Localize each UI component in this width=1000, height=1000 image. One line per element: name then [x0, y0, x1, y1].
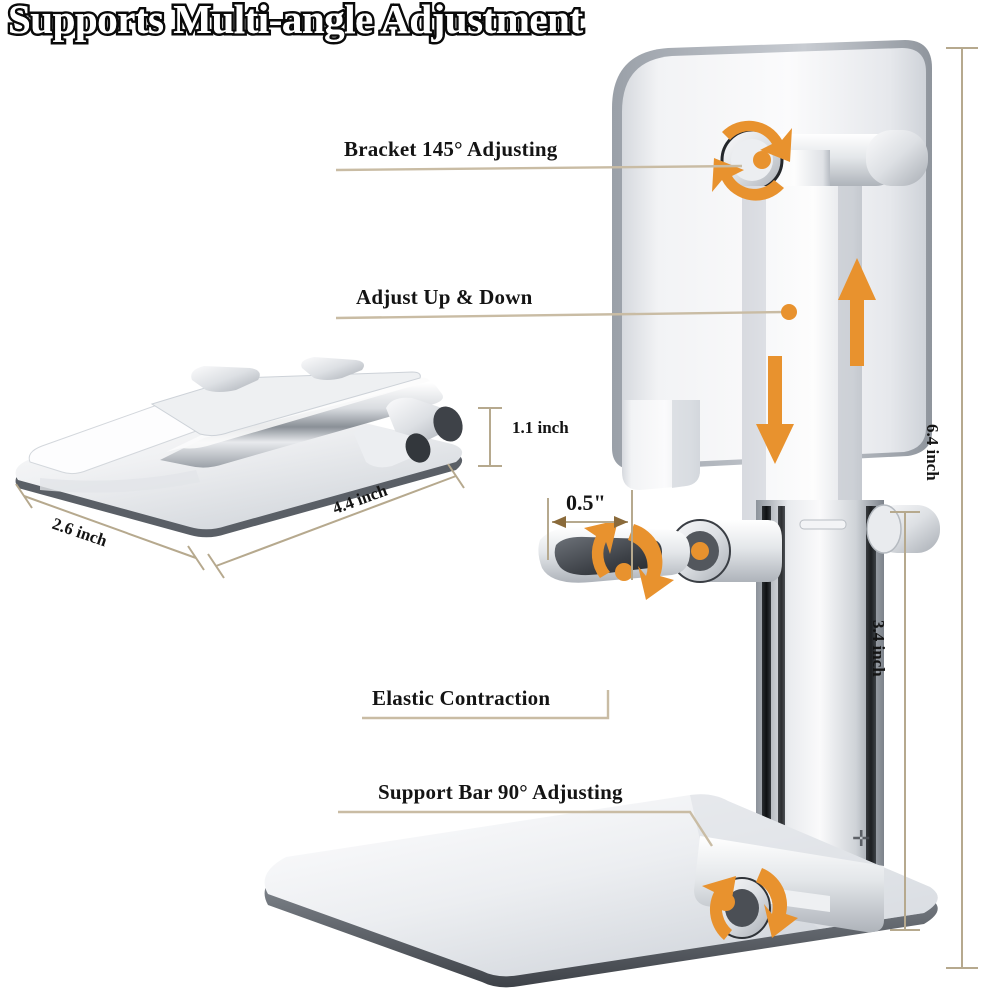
dimension-lines	[15, 47, 978, 969]
callout-bracket-adjusting: Bracket 145° Adjusting	[344, 137, 558, 161]
leader-updown	[335, 310, 787, 320]
telescoping-column-outer	[742, 186, 862, 520]
stand-folded-assembly	[15, 357, 463, 538]
dimline-depth	[23, 495, 197, 559]
leader-supportbar	[338, 810, 714, 847]
arrow-down-icon	[756, 356, 794, 464]
motion-indicator-group	[584, 120, 876, 940]
rotation-arrows-icon-base	[702, 868, 798, 940]
dimension-label-folded-height: 1.1 inch	[512, 418, 569, 437]
leader-lines	[335, 164, 787, 847]
callout-elastic-contraction: Elastic Contraction	[372, 686, 551, 710]
telescoping-column-inner: ✛ ✛	[756, 500, 884, 890]
dimension-label-cradle-depth: 0.5"	[566, 490, 606, 515]
callout-adjust-up-down: Adjust Up & Down	[356, 285, 533, 309]
dimline-width	[215, 475, 457, 567]
page-title: Supports Multi-angle Adjustment	[6, 0, 586, 45]
leader-elastic	[362, 690, 610, 720]
right-hinge-knuckle	[866, 504, 940, 554]
dimension-label-total-height: 6.4 inch	[923, 424, 942, 481]
arrow-up-icon	[838, 258, 876, 366]
rotation-arrows-icon-cradle	[584, 520, 709, 600]
leader-bracket	[335, 164, 743, 172]
dimension-label-column-height: 3.4 inch	[869, 620, 888, 677]
svg-text:✛: ✛	[852, 826, 870, 851]
rotation-arrows-icon-top	[712, 120, 792, 201]
callout-support-bar-adjusting: Support Bar 90° Adjusting	[378, 780, 623, 804]
leader-updown-dot	[781, 304, 797, 320]
